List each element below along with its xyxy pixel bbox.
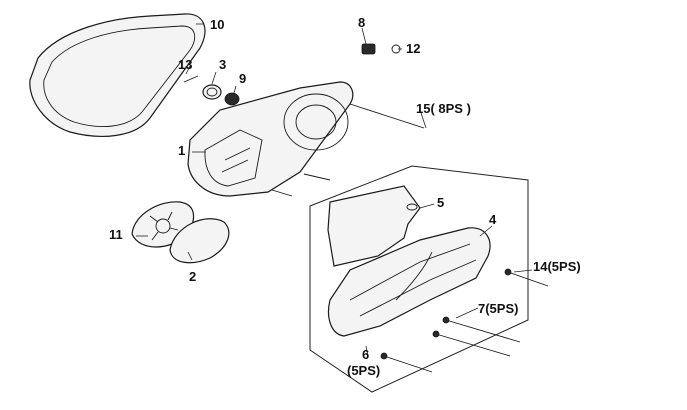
part-4-outer-cover bbox=[327, 227, 491, 337]
callout-9: 9 bbox=[239, 71, 247, 86]
callout-15: 15( 8PS ) bbox=[416, 101, 471, 116]
callout-11: 11 bbox=[109, 227, 123, 242]
part-3-seal bbox=[202, 84, 222, 100]
part-5-sheet bbox=[327, 185, 421, 267]
callout-6: 6 bbox=[362, 347, 370, 362]
part-13-bolt bbox=[183, 75, 199, 83]
callout-4: 4 bbox=[489, 212, 497, 227]
part-10-gasket bbox=[29, 13, 206, 137]
part-2-filter bbox=[169, 218, 230, 264]
callout-6-subtitle: (5PS) bbox=[347, 363, 381, 378]
callout-3: 3 bbox=[219, 57, 227, 72]
callout-7: 7(5PS) bbox=[478, 301, 519, 316]
subassembly-frame bbox=[309, 165, 529, 393]
callout-14: 14(5PS) bbox=[533, 259, 581, 274]
callout-10: 10 bbox=[210, 17, 225, 32]
callout-12: 12 bbox=[406, 41, 421, 56]
fastener-set bbox=[271, 103, 549, 373]
callout-2: 2 bbox=[189, 269, 197, 284]
part-1-crankcase-cover bbox=[187, 81, 354, 197]
part-8-cap bbox=[361, 43, 376, 55]
callout-leaders bbox=[136, 23, 533, 357]
callout-5: 5 bbox=[437, 195, 445, 210]
callout-1: 1 bbox=[178, 143, 186, 158]
part-9-bearing bbox=[224, 92, 240, 106]
callout-8: 8 bbox=[358, 15, 366, 30]
callout-13: 13 bbox=[178, 57, 193, 72]
